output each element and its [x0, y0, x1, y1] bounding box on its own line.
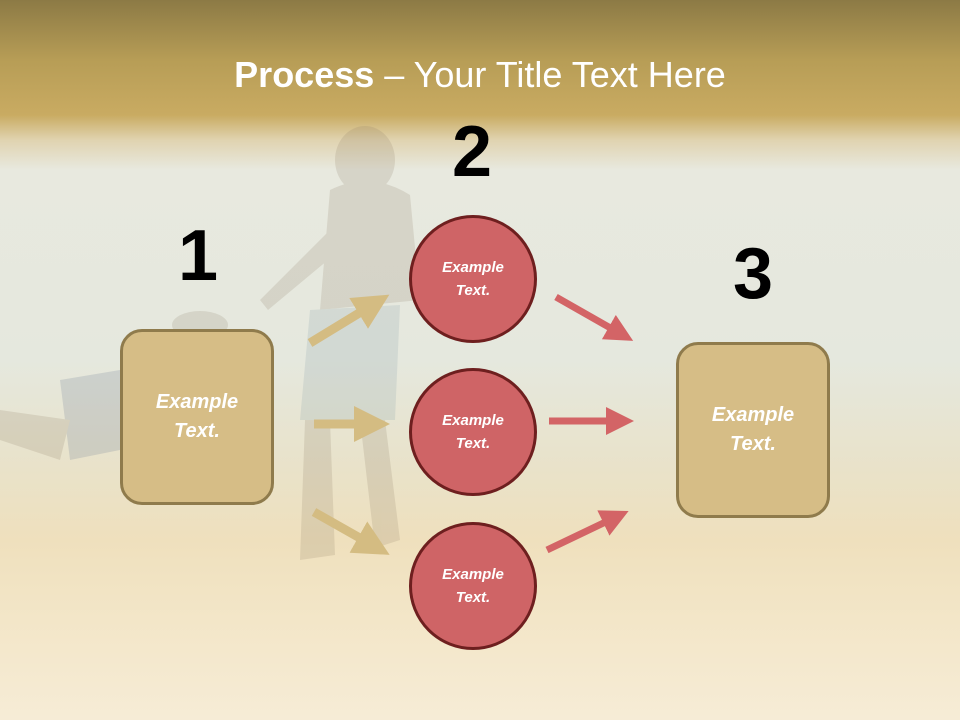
arrow-from-circle-top: [554, 293, 634, 341]
slide-title: Process – Your Title Text Here: [0, 54, 960, 96]
arrow-to-circle-top: [307, 294, 390, 347]
right-box-line1: Example: [711, 404, 795, 426]
arrow-to-circle-bottom: [311, 508, 390, 555]
left-box-line1: Example: [155, 391, 239, 413]
title-bold: Process: [234, 54, 375, 95]
arrow-from-circle-bottom: [545, 510, 629, 554]
circle-bottom-line2: Text.: [455, 589, 491, 606]
circle-middle-line2: Text.: [455, 435, 491, 452]
left-box-line2: Text.: [174, 420, 220, 442]
circle-top-line1: Example: [442, 259, 504, 276]
circle-top-line2: Text.: [455, 282, 491, 299]
circle-bottom-line1: Example: [442, 566, 504, 583]
title-rest: – Your Title Text Here: [374, 54, 726, 95]
step-number-3: 3: [733, 234, 774, 314]
right-box-line2: Text.: [730, 433, 776, 455]
step-number-1: 1: [178, 216, 219, 296]
circle-middle-line1: Example: [442, 412, 504, 429]
step-number-2: 2: [452, 112, 493, 192]
